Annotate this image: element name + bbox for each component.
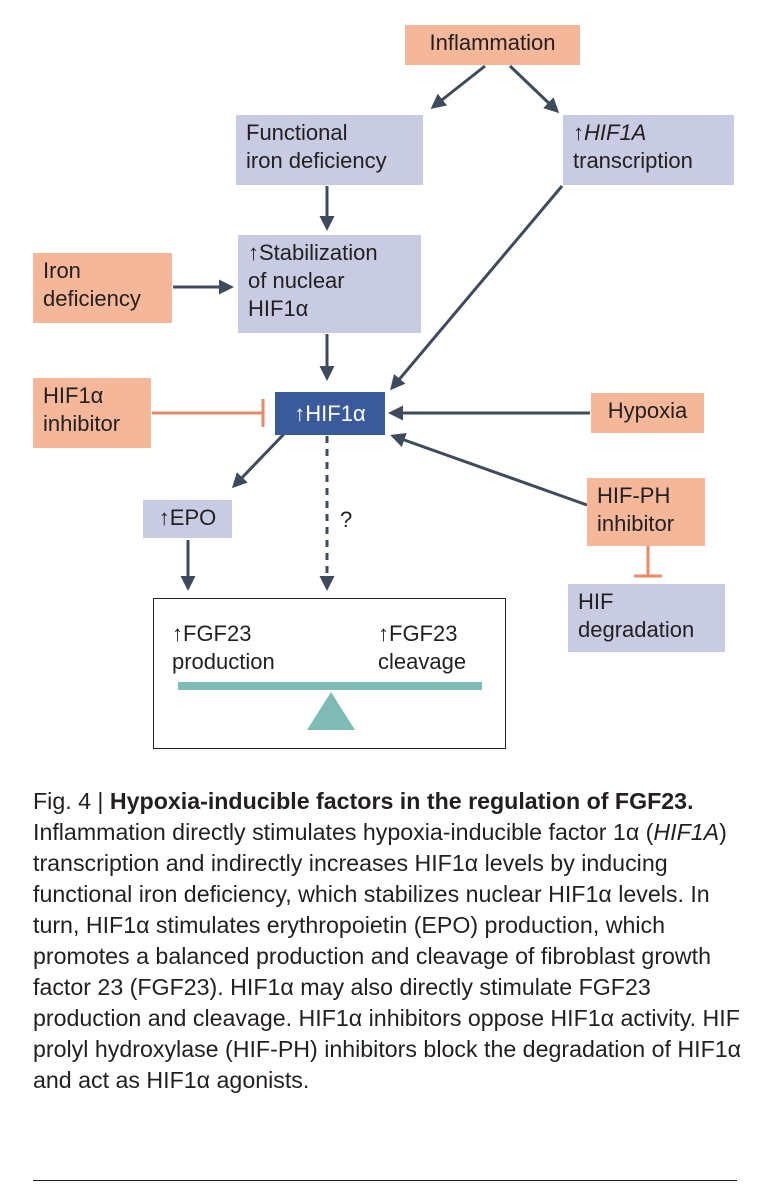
fgf23-cleavage-label: ↑FGF23 cleavage — [378, 620, 466, 676]
caption-body-part-1: Inflammation directly stimulates hypoxia… — [33, 819, 654, 845]
caption-body-italic: HIF1A — [653, 819, 720, 845]
arrow-hif1a-transcription-to-hif1a — [390, 185, 564, 391]
hif-ph-inhibitor-node: HIF-PH inhibitor — [587, 478, 705, 546]
epo-node: ↑EPO — [143, 500, 232, 538]
hif1a-transcription-node: ↑HIF1A transcription — [563, 115, 734, 185]
hif1a-central-label: ↑HIF1α — [294, 400, 366, 426]
hif1a-gene-label: HIF1A — [584, 120, 647, 145]
fgf23-production-line-2: production — [172, 649, 275, 674]
figure-title: Hypoxia-inducible factors in the regulat… — [109, 788, 694, 814]
hif-degradation-line-2: degradation — [578, 617, 695, 642]
functional-iron-deficiency-line-2: iron deficiency — [246, 148, 387, 173]
epo-label: ↑EPO — [158, 505, 217, 530]
fgf23-cleavage-line-1: ↑FGF23 — [378, 621, 458, 646]
balance-beam — [178, 682, 482, 690]
stabilization-node: ↑Stabilization of nuclear HIF1α — [238, 235, 421, 333]
hypoxia-label: Hypoxia — [607, 398, 688, 423]
diagram-arrows — [152, 64, 662, 730]
fgf23-production-label: ↑FGF23 production — [172, 620, 275, 676]
hif-degradation-node: HIF degradation — [568, 584, 725, 652]
up-arrow-glyph: ↑ — [573, 120, 584, 145]
figure-caption: Fig. 4 | Hypoxia-inducible factors in th… — [33, 786, 745, 1096]
hif1a-transcription-line-2: transcription — [573, 148, 693, 173]
hypoxia-node: Hypoxia — [591, 393, 704, 433]
hif-ph-inhibitor-line-2: inhibitor — [597, 511, 675, 536]
inflammation-label: Inflammation — [429, 30, 556, 55]
iron-deficiency-line-2: deficiency — [43, 286, 141, 311]
arrow-hif1a-to-epo — [231, 432, 286, 489]
fgf23-production-line-1: ↑FGF23 — [172, 621, 252, 646]
fgf23-balance-box — [153, 598, 506, 749]
functional-iron-deficiency-node: Functional iron deficiency — [236, 115, 423, 185]
functional-iron-deficiency-line-1: Functional — [246, 120, 348, 145]
stabilization-line-3: HIF1α — [248, 296, 309, 321]
iron-deficiency-node: Iron deficiency — [33, 253, 172, 323]
hif1a-inhibitor-line-1: HIF1α — [43, 383, 104, 408]
stabilization-line-1: ↑Stabilization — [248, 240, 378, 265]
bottom-rule — [33, 1180, 737, 1181]
hif1a-transcription-line-1: ↑HIF1A — [573, 119, 724, 147]
arrow-hif-ph-inhibitor-to-hif1a — [390, 432, 588, 507]
caption-body-part-2: ) transcription and indirectly increases… — [33, 819, 742, 1093]
figure-label: Fig. 4 | — [33, 788, 110, 814]
hif1a-inhibitor-line-2: inhibitor — [43, 411, 121, 436]
stabilization-line-2: of nuclear — [248, 268, 345, 293]
balance-fulcrum — [307, 692, 355, 730]
fgf23-cleavage-line-2: cleavage — [378, 649, 467, 674]
hif1a-inhibitor-node: HIF1α inhibitor — [33, 378, 151, 448]
question-mark-label: ? — [340, 507, 353, 532]
iron-deficiency-line-1: Iron — [43, 258, 81, 283]
hif-ph-inhibitor-line-1: HIF-PH — [597, 483, 671, 508]
hif-degradation-line-1: HIF — [578, 589, 614, 614]
inflammation-node: Inflammation — [405, 25, 580, 65]
arrow-inflammation-to-hif1a-transcription — [508, 64, 560, 114]
hif1a-central-node: ↑HIF1α — [275, 392, 385, 435]
arrow-inflammation-to-functional-iron-deficiency — [430, 64, 486, 109]
